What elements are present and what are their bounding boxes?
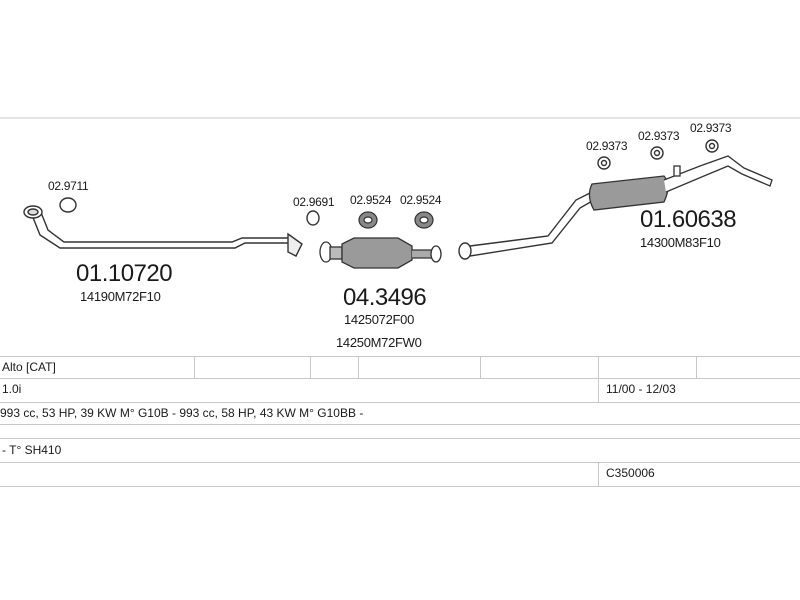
gasket-3-label: 02.9524 xyxy=(400,193,442,207)
gasket-2-label: 02.9524 xyxy=(350,193,392,207)
catalyst-part xyxy=(319,237,442,269)
rubber-2-label: 02.9373 xyxy=(638,129,680,143)
front-pipe-part xyxy=(23,205,303,257)
row-divider xyxy=(0,438,800,439)
middle-pipe-part xyxy=(458,191,595,260)
col-divider xyxy=(598,462,599,486)
col-divider xyxy=(194,356,195,378)
row-divider xyxy=(0,378,800,379)
col-divider xyxy=(696,356,697,378)
row-divider xyxy=(0,402,800,403)
clamp-1-label: 02.9711 xyxy=(48,179,89,193)
engine-cell: 1.0i xyxy=(2,382,22,396)
specs-cell: 993 cc, 53 HP, 39 KW M° G10B - 993 cc, 5… xyxy=(0,406,364,420)
rubber-3-label: 02.9373 xyxy=(690,121,732,135)
rear-muffler-part xyxy=(588,155,773,211)
gasket-3-part xyxy=(414,211,434,229)
type-cell: - T° SH410 xyxy=(2,443,62,457)
code-cell: C350006 xyxy=(606,466,655,480)
row-divider xyxy=(0,486,800,487)
rubber-2-part xyxy=(650,146,664,160)
col-divider xyxy=(480,356,481,378)
row-divider xyxy=(0,424,800,425)
row-divider xyxy=(0,356,800,357)
clamp-1-part xyxy=(59,197,77,213)
front-pipe-oem: 14190M72F10 xyxy=(80,289,161,304)
rear-muffler-oem: 14300M83F10 xyxy=(640,235,721,250)
model-cell: Alto [CAT] xyxy=(2,360,56,374)
rubber-1-part xyxy=(597,156,611,170)
catalyst-oem-1: 1425072F00 xyxy=(344,312,415,327)
col-divider xyxy=(358,356,359,378)
gasket-1-label: 02.9691 xyxy=(293,195,335,209)
col-divider xyxy=(598,356,599,402)
catalyst-oem-2: 14250M72FW0 xyxy=(336,335,422,350)
rear-muffler-number: 01.60638 xyxy=(640,206,737,233)
rubber-3-part xyxy=(705,139,719,153)
gasket-1-part xyxy=(306,210,320,226)
gasket-2-part xyxy=(358,211,378,229)
years-cell: 11/00 - 12/03 xyxy=(606,382,676,396)
catalyst-number: 04.3496 xyxy=(343,284,427,311)
col-divider xyxy=(310,356,311,378)
front-pipe-number: 01.10720 xyxy=(76,260,173,287)
row-divider xyxy=(0,462,800,463)
rubber-1-label: 02.9373 xyxy=(586,139,628,153)
